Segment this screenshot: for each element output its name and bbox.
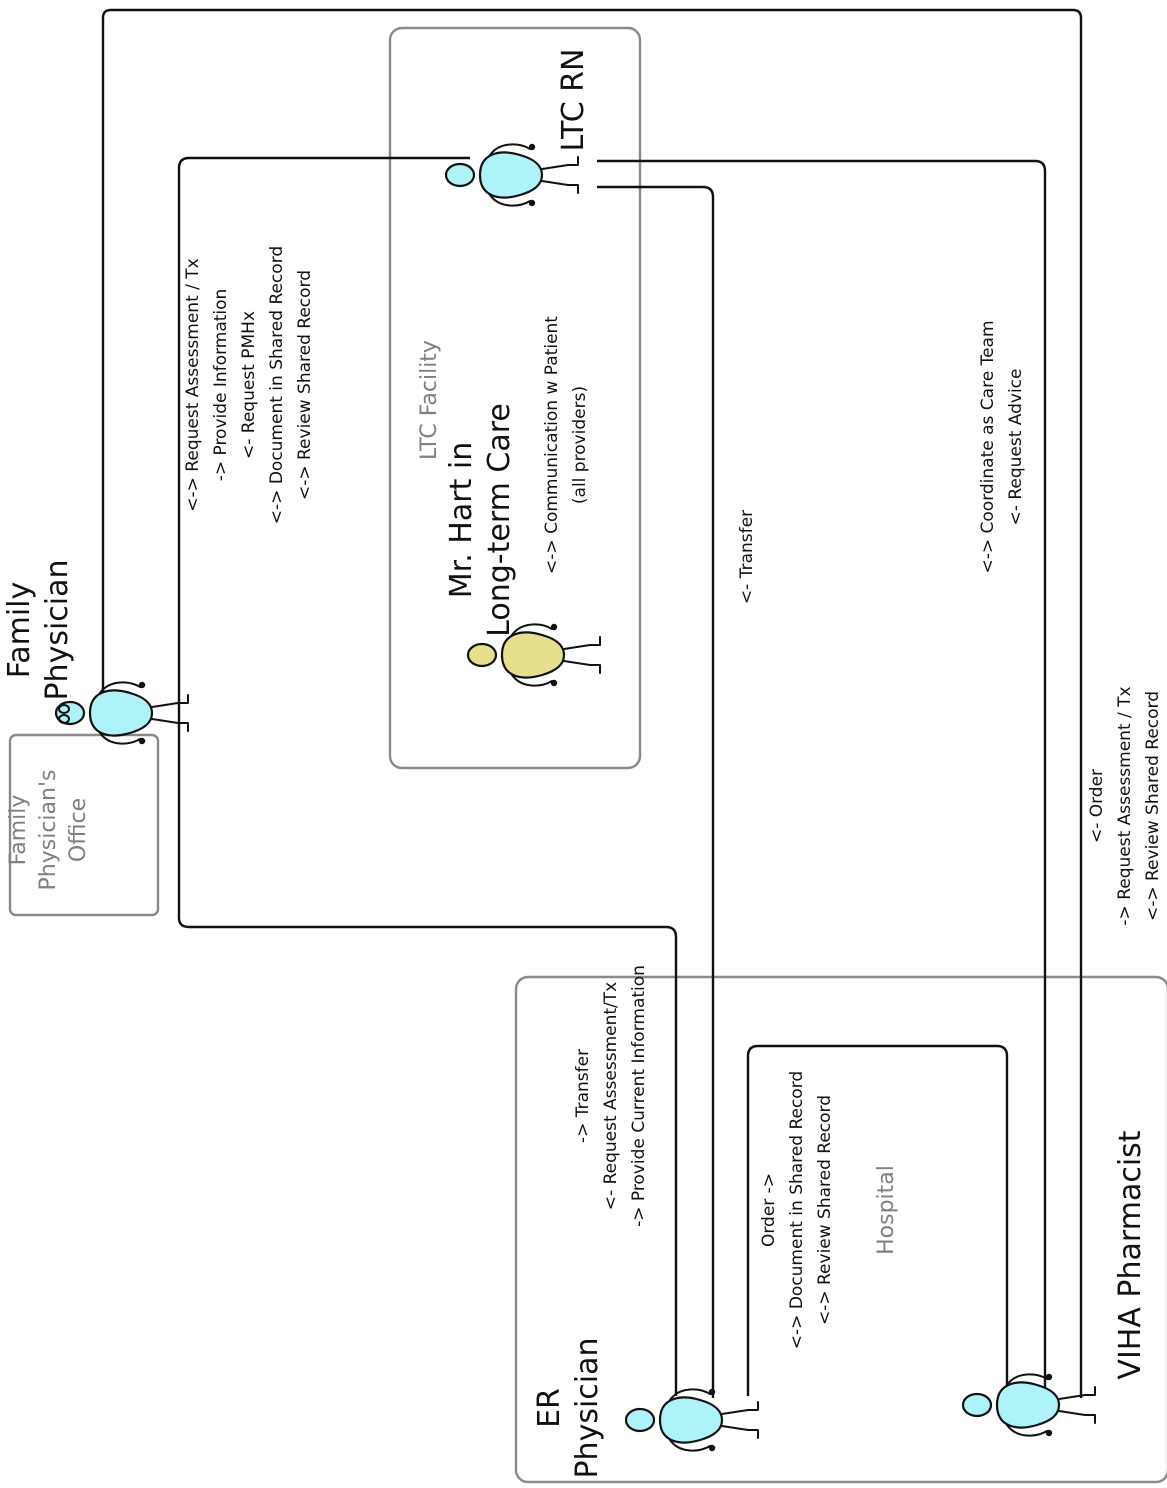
- text-line: <- Transfer: [737, 510, 757, 604]
- text-line: (all providers): [570, 386, 590, 504]
- text-line: Physician: [40, 559, 75, 700]
- connector-er-pharmacist: [746, 1044, 1009, 1398]
- person-icon: [444, 143, 579, 207]
- person-icon: [961, 1373, 1096, 1437]
- text-line: Hospital: [874, 1165, 899, 1255]
- connector-fp-pharmacist: [101, 8, 1083, 1398]
- zone-ltc-facility: [388, 26, 642, 770]
- text-line: <-> Document in Shared Record: [267, 246, 287, 524]
- text-line: ER: [532, 1388, 567, 1428]
- text-line: Order ->: [759, 1173, 779, 1247]
- connector-ltc-er: [597, 185, 715, 1398]
- actor-label-ltc-rn: LTC RN: [556, 49, 591, 152]
- connector-ltc-pharmacist: [597, 159, 1047, 1398]
- connector-fp-ltc: [177, 156, 470, 745]
- connector-fp-er: [177, 745, 678, 1396]
- text-line: <-> Request Assessment / Tx: [183, 258, 203, 511]
- text-line: <-> Review Shared Record: [815, 1095, 835, 1325]
- text-line: <-> Document in Shared Record: [787, 1071, 807, 1349]
- text-line: -> Provide Information: [211, 289, 231, 482]
- text-line: VIHA Pharmacist: [1113, 1130, 1148, 1379]
- text-line: -> Request Assessment / Tx: [1115, 686, 1135, 925]
- text-line: <-> Coordinate as Care Team: [978, 321, 998, 574]
- text-line: <- Request PMHx: [239, 311, 259, 459]
- zone-label-ltc: LTC Facility: [417, 340, 442, 460]
- relation-labels-fp-ltc: <-> Request Assessment / Tx -> Provide In…: [183, 246, 315, 524]
- text-line: Office: [66, 798, 91, 862]
- text-line: Family: [2, 582, 37, 679]
- text-line: Family: [6, 795, 31, 866]
- text-line: <-> Review Shared Record: [1143, 691, 1163, 921]
- text-line: <-> Review Shared Record: [295, 270, 315, 500]
- text-line: -> Transfer: [573, 1049, 593, 1143]
- text-line: Physician: [570, 1337, 605, 1478]
- person-icon: [466, 623, 601, 687]
- text-line: <- Request Assessment/Tx: [601, 982, 621, 1210]
- relation-labels-ltc-transfer: <- Transfer: [737, 510, 757, 604]
- text-line: <- Request Advice: [1006, 369, 1026, 526]
- relation-labels-er-fp: -> Transfer <- Request Assessment/Tx -> Pr…: [573, 965, 649, 1227]
- text-line: Physician's: [36, 770, 61, 891]
- text-line: Mr. Hart in: [444, 442, 479, 598]
- relation-labels-patient-communication: <-> Communication w Patient (all provider…: [542, 316, 590, 574]
- person-icon: [624, 1388, 759, 1452]
- zone-label-hospital: Hospital: [874, 1165, 899, 1255]
- text-line: LTC RN: [556, 49, 591, 152]
- zone-family-physicians-office: [8, 733, 160, 917]
- text-line: -> Provide Current Information: [629, 965, 649, 1227]
- relation-labels-pharmacist-fp: <- Order -> Request Assessment / Tx <-> Re…: [1087, 686, 1163, 925]
- text-line: Long-term Care: [482, 403, 517, 637]
- person-icon: [54, 681, 189, 745]
- text-line: <- Order: [1087, 769, 1107, 843]
- text-line: LTC Facility: [417, 340, 442, 460]
- relation-labels-er-pharmacist: Order -> <-> Document in Shared Record <->…: [759, 1071, 835, 1349]
- relation-labels-ltc-pharmacist: <-> Coordinate as Care Team <- Request Ad…: [978, 321, 1026, 574]
- text-line: <-> Communication w Patient: [542, 316, 562, 574]
- actor-label-pharmacist: VIHA Pharmacist: [1113, 1130, 1148, 1379]
- zone-hospital: [514, 975, 1167, 1484]
